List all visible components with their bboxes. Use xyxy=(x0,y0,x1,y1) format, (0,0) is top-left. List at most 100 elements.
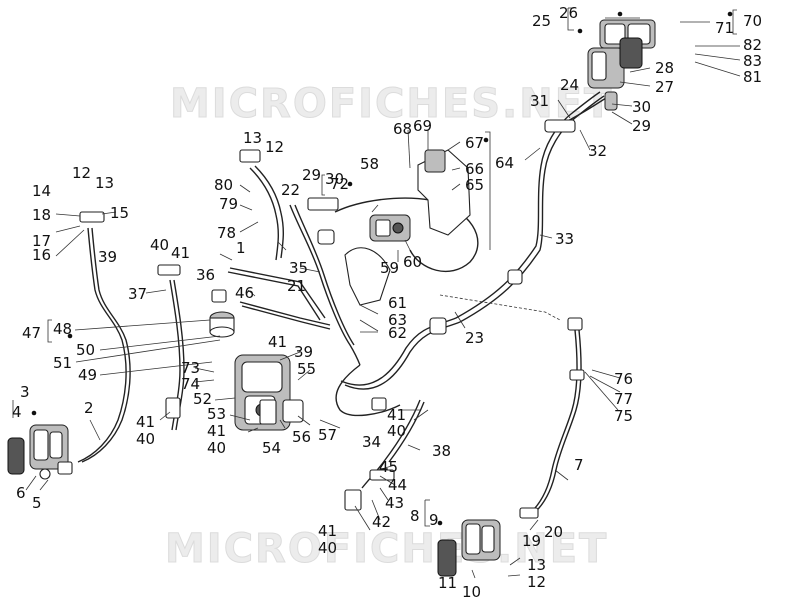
rear-caliper xyxy=(437,519,501,577)
callout-59: 59 xyxy=(380,259,399,277)
callout-81: 81 xyxy=(743,68,762,86)
valve-block-72 xyxy=(369,214,411,242)
callout-69: 69 xyxy=(413,117,432,135)
callout-56: 56 xyxy=(292,428,311,446)
callout-32: 32 xyxy=(588,142,607,160)
callout-22: 22 xyxy=(281,181,300,199)
callout-20: 20 xyxy=(544,523,563,541)
callout-29-right: 29 xyxy=(632,117,651,135)
callout-44: 44 xyxy=(388,476,407,494)
callout-45: 45 xyxy=(379,458,398,476)
callout-2: 2 xyxy=(84,399,94,417)
callout-48: 48 xyxy=(53,320,72,338)
callout-40-e: 40 xyxy=(387,422,406,440)
callout-65: 65 xyxy=(465,176,484,194)
callout-30-right: 30 xyxy=(632,98,651,116)
brake-lines xyxy=(77,91,607,516)
callout-7: 7 xyxy=(574,456,584,474)
callout-62: 62 xyxy=(388,324,407,342)
callout-78: 78 xyxy=(217,224,236,242)
callout-30-mid: 30 xyxy=(325,170,344,188)
callout-40-c: 40 xyxy=(207,439,226,457)
callout-18: 18 xyxy=(32,206,51,224)
callout-12-rear: 12 xyxy=(527,573,546,591)
bracket-61 xyxy=(344,247,391,306)
clip-24-31 xyxy=(544,91,618,133)
callout-13-front: 13 xyxy=(95,174,114,192)
group-brackets xyxy=(12,7,737,527)
callout-50: 50 xyxy=(76,341,95,359)
group-dots xyxy=(31,11,733,526)
callout-39-mid: 39 xyxy=(294,343,313,361)
callouts: 1 2 3 4 5 6 7 8 9 10 11 12 13 12 13 12 1… xyxy=(12,4,762,600)
callout-3: 3 xyxy=(20,383,30,401)
callout-72: 72 xyxy=(330,175,349,193)
callout-83: 83 xyxy=(743,52,762,70)
callout-27: 27 xyxy=(655,78,674,96)
callout-13-top: 13 xyxy=(243,129,262,147)
callout-80: 80 xyxy=(214,176,233,194)
callout-39-left: 39 xyxy=(98,248,117,266)
callout-54: 54 xyxy=(262,439,281,457)
callout-60: 60 xyxy=(403,253,422,271)
callout-53: 53 xyxy=(207,405,226,423)
callout-5: 5 xyxy=(32,494,42,512)
callout-79: 79 xyxy=(219,195,238,213)
callout-73: 73 xyxy=(181,359,200,377)
small-fittings xyxy=(57,149,585,519)
callout-1: 1 xyxy=(236,239,246,257)
callout-36: 36 xyxy=(196,266,215,284)
callout-68: 68 xyxy=(393,120,412,138)
callout-64: 64 xyxy=(495,154,514,172)
callout-55: 55 xyxy=(297,360,316,378)
callout-6: 6 xyxy=(16,484,26,502)
callout-57: 57 xyxy=(318,426,337,444)
callout-51: 51 xyxy=(53,354,72,372)
callout-26: 26 xyxy=(559,4,578,22)
callout-58: 58 xyxy=(360,155,379,173)
callout-24: 24 xyxy=(560,76,579,94)
callout-23: 23 xyxy=(465,329,484,347)
callout-75: 75 xyxy=(614,407,633,425)
callout-41-b: 41 xyxy=(136,413,155,431)
callout-77: 77 xyxy=(614,390,633,408)
callout-41-a: 41 xyxy=(171,244,190,262)
callout-42: 42 xyxy=(372,513,391,531)
callout-46: 46 xyxy=(235,284,254,302)
rear-master-cylinder xyxy=(587,19,656,89)
callout-28: 28 xyxy=(655,59,674,77)
callout-9: 9 xyxy=(429,511,439,529)
callout-82: 82 xyxy=(743,36,762,54)
callout-15: 15 xyxy=(110,204,129,222)
junction-block-23 xyxy=(317,229,523,335)
callout-8: 8 xyxy=(410,507,420,525)
callout-37: 37 xyxy=(128,285,147,303)
callout-71: 71 xyxy=(715,19,734,37)
callout-16: 16 xyxy=(32,246,51,264)
front-left-caliper xyxy=(7,424,69,480)
callout-12-top: 12 xyxy=(265,138,284,156)
callout-70: 70 xyxy=(743,12,762,30)
callout-17: 17 xyxy=(32,232,51,250)
callout-43: 43 xyxy=(385,494,404,512)
callout-4: 4 xyxy=(12,403,22,421)
callout-35: 35 xyxy=(289,259,308,277)
callout-40-f: 40 xyxy=(318,539,337,557)
callout-12-front: 12 xyxy=(72,164,91,182)
callout-66: 66 xyxy=(465,160,484,178)
callout-76: 76 xyxy=(614,370,633,388)
callout-21: 21 xyxy=(287,277,306,295)
callout-67: 67 xyxy=(465,134,484,152)
callout-47: 47 xyxy=(22,324,41,342)
callout-40-a: 40 xyxy=(150,236,169,254)
callout-74: 74 xyxy=(181,375,200,393)
callout-29-mid: 29 xyxy=(302,166,321,184)
callout-34: 34 xyxy=(362,433,381,451)
callout-10: 10 xyxy=(462,583,481,600)
pedal-bracket xyxy=(417,149,471,236)
callout-13-rear: 13 xyxy=(527,556,546,574)
callout-41-d: 41 xyxy=(268,333,287,351)
callout-38: 38 xyxy=(432,442,451,460)
callout-52: 52 xyxy=(193,390,212,408)
